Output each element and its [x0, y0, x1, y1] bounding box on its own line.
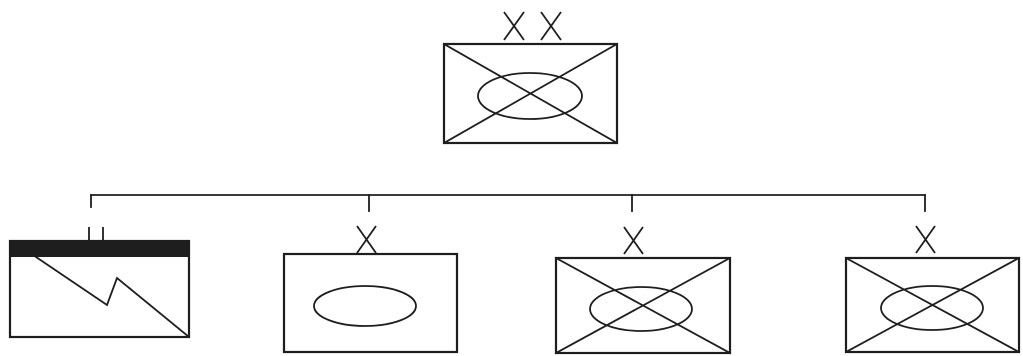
- hierarchy-connectors: [90, 194, 926, 212]
- brigade-echelon-marker: [915, 225, 936, 254]
- division-echelon-marker: [503, 11, 562, 41]
- armored-infantry-brigade-symbol: [844, 225, 1021, 354]
- unit-frame: [844, 256, 1021, 354]
- parent-unit-symbol: [442, 11, 619, 145]
- signal-lightning-icon: [34, 255, 191, 339]
- infantry-cross-line: [554, 256, 732, 355]
- infantry-cross-line: [442, 42, 619, 145]
- armor-track-oval: [589, 286, 693, 332]
- echelon-x-glyph: [540, 11, 562, 41]
- unit-frame: [442, 42, 619, 145]
- battalion-echelon-marker: [88, 227, 104, 241]
- armor-track-oval: [313, 285, 417, 327]
- armored-infantry-brigade-symbol: [554, 226, 732, 355]
- armor-track-oval: [477, 72, 583, 120]
- echelon-x-glyph: [503, 11, 525, 41]
- armor-brigade-symbol: [282, 225, 459, 354]
- unit-frame: [8, 239, 191, 339]
- brigade-echelon-marker: [356, 225, 377, 254]
- armor-track-oval: [880, 285, 984, 331]
- signal-battalion-symbol: [8, 227, 191, 339]
- headquarters-band: [9, 241, 190, 257]
- unit-frame: [282, 252, 459, 354]
- brigade-echelon-marker: [623, 226, 644, 255]
- unit-frame: [554, 256, 732, 355]
- infantry-cross-line: [844, 256, 1021, 354]
